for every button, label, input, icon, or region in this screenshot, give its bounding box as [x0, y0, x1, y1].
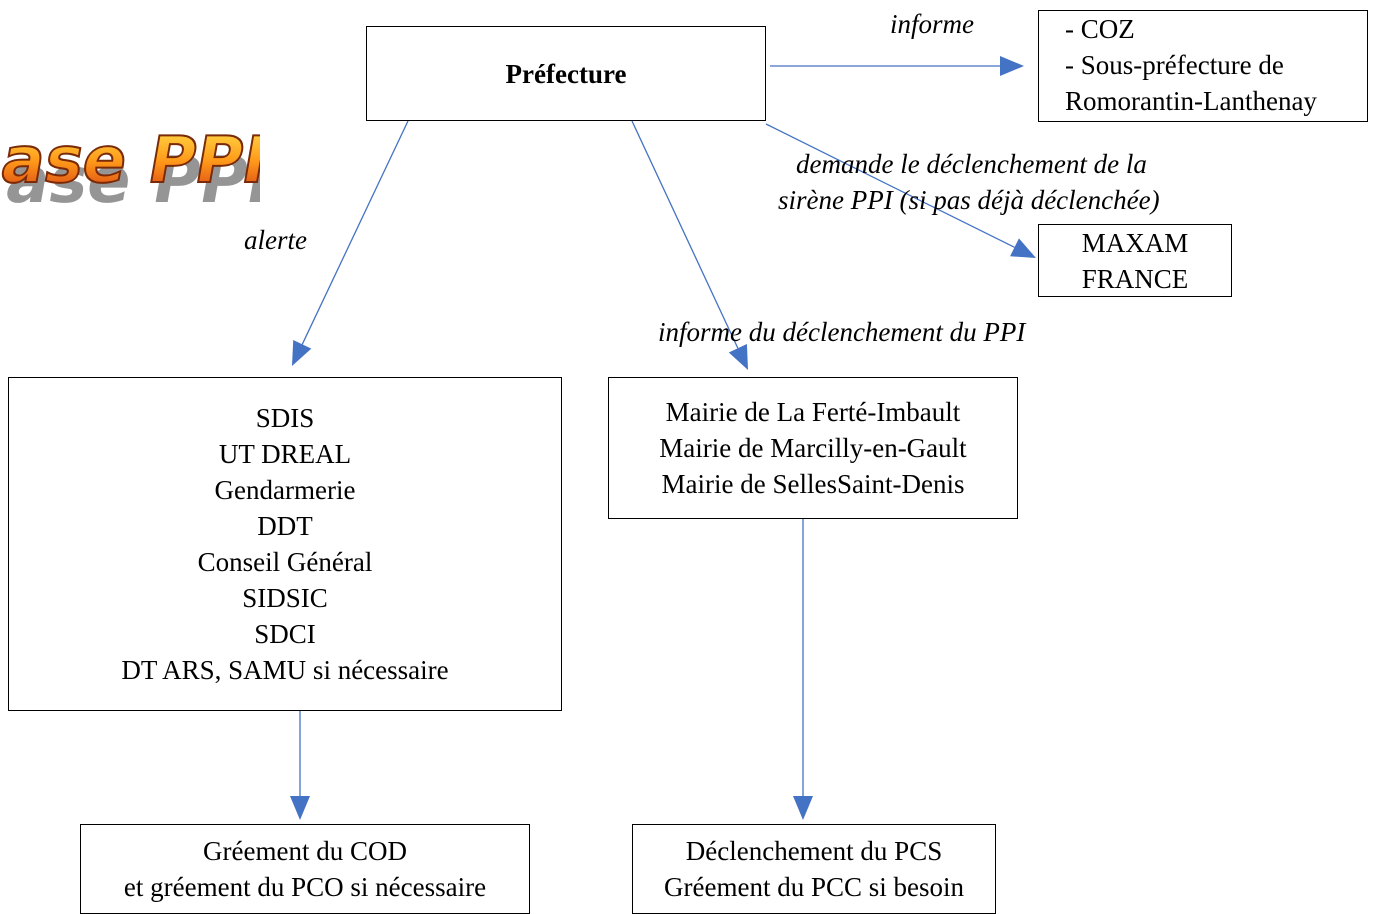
logo-text: ase PPI — [0, 123, 260, 197]
service-line: DT ARS, SAMU si nécessaire — [121, 655, 449, 685]
pcs-line: Déclenchement du PCS — [685, 836, 943, 866]
label-informe-ppi: informe du déclenchement du PPI — [658, 317, 1026, 347]
service-line: Gendarmerie — [214, 475, 356, 505]
pcs-box: Déclenchement du PCS Gréement du PCC si … — [632, 824, 996, 914]
logo-shadow-text: ase PPI — [0, 143, 260, 217]
label-alerte: alerte — [244, 225, 307, 255]
mairie-line: Mairie de Marcilly-en-Gault — [659, 433, 967, 463]
prefecture-label: Préfecture — [505, 58, 627, 89]
mairie-line: Mairie de La Ferté-Imbault — [665, 397, 961, 427]
service-line: Conseil Général — [197, 547, 373, 577]
arrow-prefecture-to-services-line — [301, 120, 409, 345]
notified-line: Romorantin-Lanthenay — [1065, 86, 1317, 116]
phase-ppi-logo: ase PPI ase PPI — [0, 122, 260, 217]
arrow-prefecture-to-maxam-head — [1010, 238, 1036, 258]
arrow-prefecture-to-notified-head — [1000, 56, 1024, 76]
service-line: UT DREAL — [218, 439, 352, 469]
maxam-line: FRANCE — [1081, 263, 1189, 294]
pcs-line: Gréement du PCC si besoin — [664, 872, 964, 902]
arrow-services-to-cod-head — [290, 796, 310, 820]
service-line: SIDSIC — [242, 583, 328, 613]
mairie-line: Mairie de SellesSaint-Denis — [661, 469, 965, 499]
service-line: DDT — [257, 511, 313, 541]
label-demande-line2: sirène PPI (si pas déjà déclenchée) — [778, 185, 1160, 215]
arrow-prefecture-to-maxam-line — [765, 123, 1015, 248]
label-informe: informe — [890, 9, 974, 39]
maxam-box: MAXAM FRANCE — [1038, 224, 1232, 297]
prefecture-box: Préfecture — [366, 26, 766, 121]
notified-line: - COZ — [1065, 14, 1135, 44]
label-demande-line1: demande le déclenchement de la — [796, 149, 1147, 179]
cod-line: et gréement du PCO si nécessaire — [123, 872, 487, 902]
mairies-box: Mairie de La Ferté-Imbault Mairie de Mar… — [608, 377, 1018, 519]
arrow-mairies-to-pcs-head — [793, 796, 813, 820]
arrow-prefecture-to-mairies-head — [728, 344, 748, 370]
maxam-line: MAXAM — [1081, 227, 1189, 258]
arrow-prefecture-to-mairies-line — [631, 120, 739, 349]
notified-authorities-box: - COZ - Sous-préfecture de Romorantin-La… — [1038, 10, 1368, 122]
services-box: SDIS UT DREAL Gendarmerie DDT Conseil Gé… — [8, 377, 562, 711]
cod-box: Gréement du COD et gréement du PCO si né… — [80, 824, 530, 914]
arrow-prefecture-to-services-head — [292, 340, 312, 366]
notified-line: - Sous-préfecture de — [1065, 50, 1284, 80]
cod-line: Gréement du COD — [203, 836, 407, 866]
service-line: SDCI — [254, 619, 316, 649]
service-line: SDIS — [255, 403, 315, 433]
